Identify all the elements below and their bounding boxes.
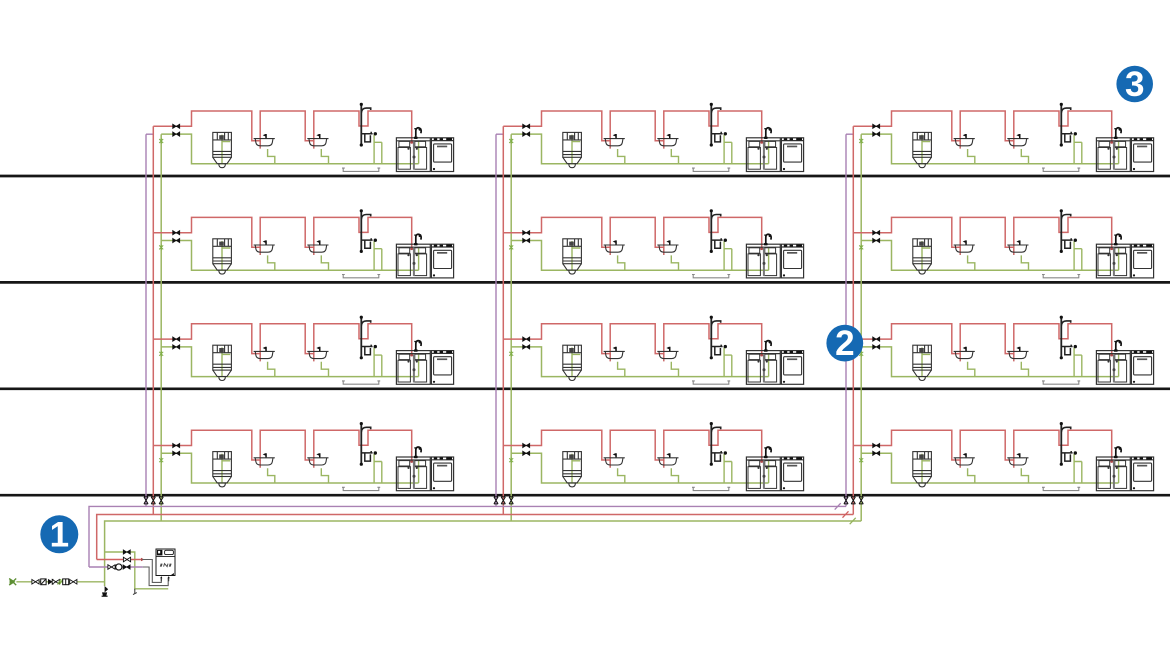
svg-text:3: 3 (1125, 65, 1144, 104)
svg-text:1: 1 (50, 516, 69, 555)
svg-text:2: 2 (835, 324, 854, 363)
